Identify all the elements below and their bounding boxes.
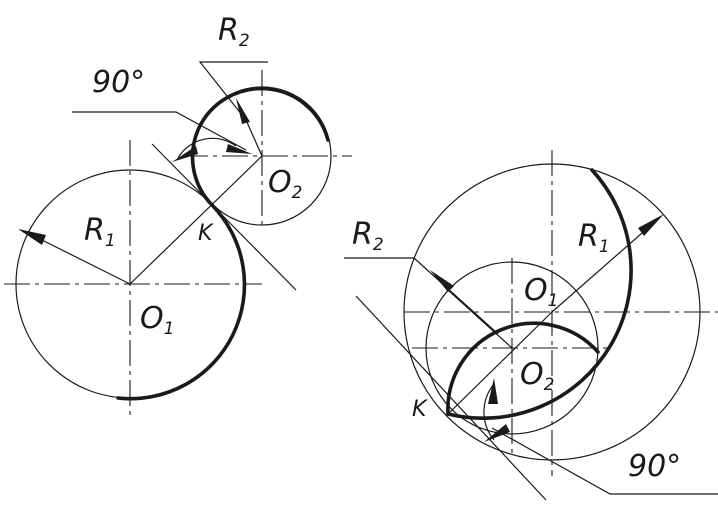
right-figure-internal-tangency: R1 R2 O1 O2 K 90°: [344, 150, 718, 501]
right-k-label: K: [412, 397, 428, 422]
left-r2-arrow: [236, 98, 250, 124]
left-tangent-line: [151, 143, 297, 291]
right-angle-arrow-bottom: [484, 424, 510, 442]
left-o2-subscript: 2: [292, 183, 303, 203]
left-r1-subscript: 1: [105, 231, 116, 251]
left-k-label: K: [198, 221, 214, 246]
left-figure-external-tangency: R1 R2 O1 O2 K 90°: [4, 13, 352, 418]
right-r1-radius-line: [551, 225, 651, 313]
right-tangent-line: [355, 295, 547, 501]
left-o1-label: O: [140, 301, 164, 336]
svg-text:R1: R1: [578, 219, 610, 257]
right-r2-leader: [344, 257, 499, 335]
svg-text:R1: R1: [84, 213, 116, 251]
right-o2-subscript: 2: [544, 375, 555, 395]
right-conjugation-arc-o1: [446, 168, 633, 420]
right-r1-arrow: [638, 214, 664, 236]
left-r1-arrow: [18, 229, 46, 245]
left-o1-subscript: 1: [164, 319, 175, 339]
svg-text:O1: O1: [524, 273, 558, 311]
left-r2-subscript: 2: [239, 31, 250, 51]
right-r2-label: R: [352, 217, 373, 252]
left-r2-radius-line: [245, 119, 263, 157]
left-angle-leader: [72, 111, 247, 151]
svg-text:O2: O2: [520, 357, 554, 395]
right-o1-label: O: [524, 273, 548, 308]
right-r1-subscript: 1: [599, 237, 610, 257]
left-r1-radius-line: [29, 233, 131, 285]
left-angle-arrow-right: [226, 144, 252, 154]
left-angle-arc: [177, 137, 237, 159]
right-r1-label: R: [578, 219, 599, 254]
right-circle-o1: [403, 163, 701, 461]
right-angle-arc: [483, 383, 495, 441]
left-r2-leader: [198, 61, 268, 121]
right-o2-label: O: [520, 357, 544, 392]
right-r2-radius-line: [447, 289, 513, 349]
left-o2-label: O: [268, 165, 292, 200]
svg-text:O1: O1: [140, 301, 174, 339]
left-conjugation-arc-o2: [190, 86, 330, 207]
left-r1-label: R: [84, 213, 105, 248]
right-centers-line: [447, 311, 553, 415]
left-angle-label: 90°: [92, 65, 145, 100]
left-conjugation-arc-o1: [116, 203, 247, 401]
left-r2-label: R: [218, 13, 239, 48]
svg-text:R2: R2: [218, 13, 250, 51]
left-angle-arrow-left: [172, 146, 198, 162]
right-angle-label: 90°: [628, 449, 681, 484]
right-r2-arrow: [430, 270, 454, 292]
right-angle-leader: [491, 427, 718, 495]
left-centers-line: [129, 155, 263, 285]
right-r2-subscript: 2: [373, 235, 384, 255]
right-conjugation-arc-o2: [446, 321, 600, 416]
right-angle-arrow-top: [488, 378, 498, 404]
svg-text:R2: R2: [352, 217, 384, 255]
right-circle-o2: [425, 261, 599, 435]
right-o1-subscript: 1: [548, 291, 559, 311]
svg-text:O2: O2: [268, 165, 302, 203]
